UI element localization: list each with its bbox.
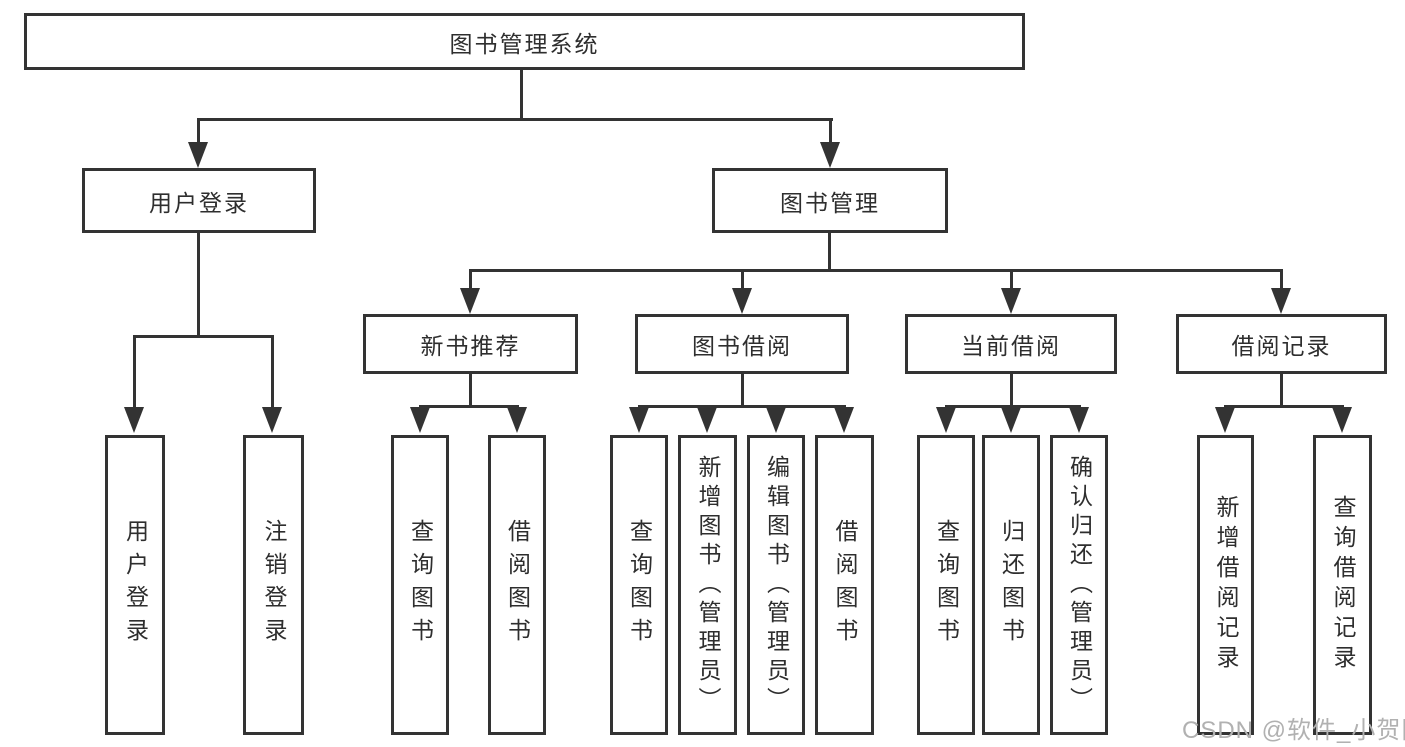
node-label: 查询图书 [407, 519, 434, 651]
connector-line [741, 374, 744, 407]
node-label: 借阅记录 [1231, 333, 1332, 359]
node-label: 查询图书 [933, 519, 960, 651]
leaf-add-borrow-record: 新增借阅记录 [1197, 435, 1254, 735]
connector-line [133, 335, 274, 338]
node-current-borrowing: 当前借阅 [905, 314, 1117, 374]
node-label: 注销登录 [261, 519, 287, 651]
arrow-down-icon [1069, 407, 1089, 433]
connector-line [1010, 374, 1013, 407]
connector-line [638, 405, 846, 408]
arrow-down-icon [1332, 407, 1352, 433]
connector-line [197, 118, 833, 121]
leaf-borrow-books-recommend: 借阅图书 [488, 435, 546, 735]
connector-line [1280, 269, 1283, 290]
connector-line [1280, 374, 1283, 407]
node-label: 借阅图书 [832, 519, 858, 651]
node-label: 图书借阅 [692, 333, 792, 359]
node-label: 新增图书（管理员） [695, 454, 721, 716]
arrow-down-icon [1001, 407, 1021, 433]
arrow-down-icon [507, 407, 527, 433]
node-label: 归还图书 [998, 519, 1025, 651]
arrow-down-icon [460, 288, 480, 314]
arrow-down-icon [766, 407, 786, 433]
connector-line [419, 405, 519, 408]
connector-line [520, 70, 523, 121]
arrow-down-icon [188, 142, 208, 168]
node-label: 借阅图书 [504, 519, 531, 651]
node-label: 编辑图书（管理员） [763, 454, 790, 716]
connector-line [1224, 405, 1344, 408]
arrow-down-icon [124, 407, 144, 433]
arrow-down-icon [410, 407, 430, 433]
arrow-down-icon [1215, 407, 1235, 433]
node-new-book-recommendation: 新书推荐 [363, 314, 578, 374]
connector-line [829, 118, 832, 144]
leaf-borrow-books: 借阅图书 [815, 435, 874, 735]
arrow-down-icon [820, 142, 840, 168]
node-label: 当前借阅 [961, 333, 1061, 359]
leaf-confirm-return-admin: 确认归还（管理员） [1050, 435, 1108, 735]
node-label: 用户登录 [149, 189, 249, 216]
connector-line [469, 374, 472, 407]
leaf-query-books-current: 查询图书 [917, 435, 975, 735]
node-label: 新增借阅记录 [1213, 495, 1239, 675]
node-label: 图书管理 [780, 189, 880, 216]
connector-line [197, 233, 200, 337]
connector-line [469, 269, 472, 290]
node-label: 新书推荐 [420, 333, 521, 359]
leaf-return-books: 归还图书 [982, 435, 1040, 735]
arrow-down-icon [834, 407, 854, 433]
connector-line [133, 335, 136, 409]
arrow-down-icon [936, 407, 956, 433]
connector-line [271, 335, 274, 409]
arrow-down-icon [1271, 288, 1291, 314]
leaf-user-login: 用户登录 [105, 435, 165, 735]
node-label: 用户登录 [122, 519, 149, 651]
arrow-down-icon [697, 407, 717, 433]
node-borrowing-records: 借阅记录 [1176, 314, 1387, 374]
connector-line [469, 269, 1283, 272]
node-book-management: 图书管理 [712, 168, 948, 233]
arrow-down-icon [1001, 288, 1021, 314]
leaf-edit-books-admin: 编辑图书（管理员） [747, 435, 805, 735]
node-user-login: 用户登录 [82, 168, 316, 233]
arrow-down-icon [262, 407, 282, 433]
node-book-borrowing: 图书借阅 [635, 314, 849, 374]
arrow-down-icon [732, 288, 752, 314]
connector-line [1010, 269, 1013, 290]
node-label: 查询借阅记录 [1330, 495, 1356, 675]
node-label: 图书管理系统 [449, 30, 600, 57]
arrow-down-icon [629, 407, 649, 433]
leaf-query-books-borrow: 查询图书 [610, 435, 668, 735]
node-label: 查询图书 [626, 519, 653, 651]
leaf-logout: 注销登录 [243, 435, 304, 735]
connector-line [197, 118, 200, 144]
connector-line [741, 269, 744, 290]
node-label: 确认归还（管理员） [1066, 454, 1093, 716]
node-library-system: 图书管理系统 [24, 13, 1025, 70]
leaf-add-books-admin: 新增图书（管理员） [678, 435, 737, 735]
leaf-query-borrow-record: 查询借阅记录 [1313, 435, 1372, 735]
connector-line [828, 233, 831, 272]
leaf-query-books-recommend: 查询图书 [391, 435, 449, 735]
connector-line [945, 405, 1081, 408]
watermark: CSDN @软件_小贺同学 [1182, 717, 1405, 744]
